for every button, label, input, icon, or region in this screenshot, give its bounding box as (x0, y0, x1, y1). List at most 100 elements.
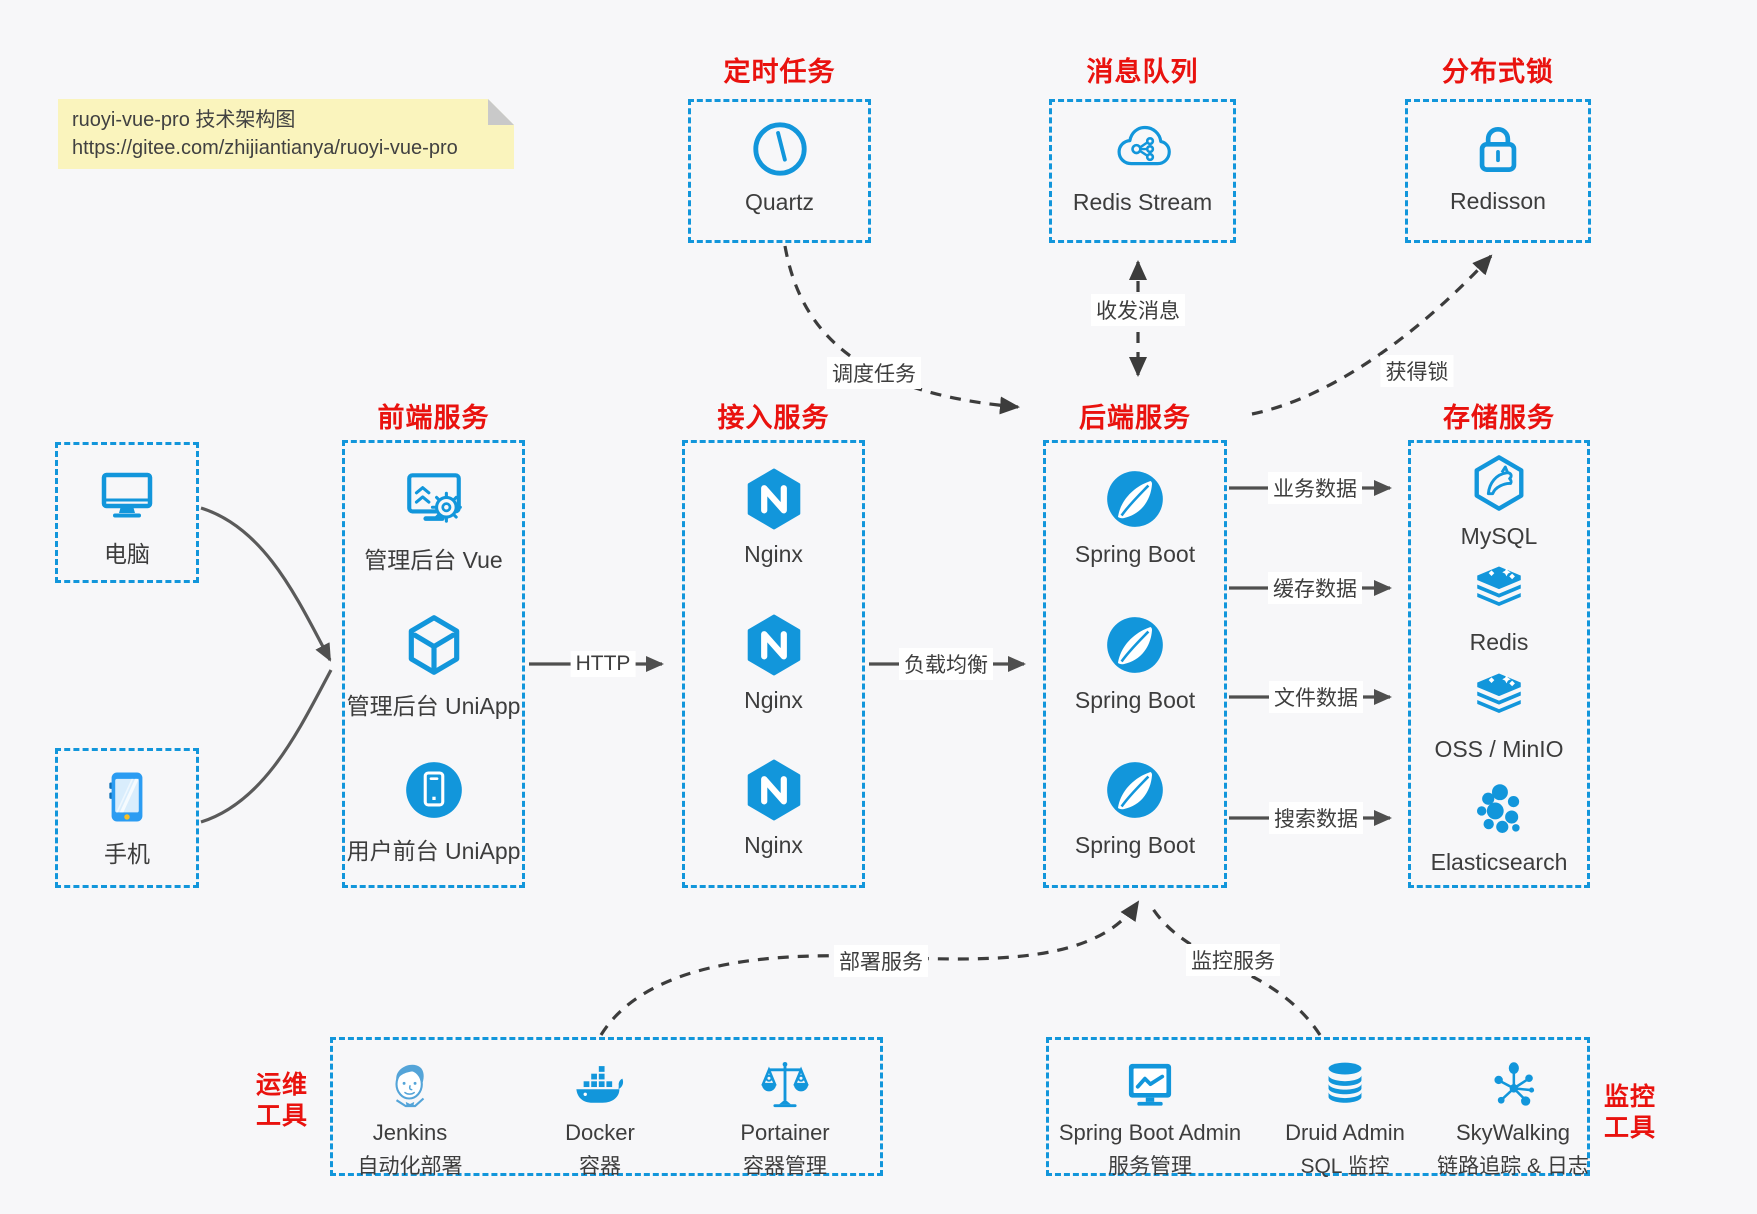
redis-stack-icon (1469, 667, 1529, 727)
edge-acquire-lock (1251, 254, 1493, 416)
node-oss-minio: OSS / MinIO (1408, 667, 1590, 763)
box-scheduled (688, 99, 871, 243)
nginx-icon (741, 757, 807, 823)
admin-vue-icon (401, 466, 467, 532)
node-elasticsearch: Elasticsearch (1408, 780, 1590, 876)
group-title-scheduled: 定时任务 (723, 57, 836, 87)
node-client-pc: 电脑 (55, 462, 199, 569)
node-label: Elasticsearch (1430, 849, 1568, 875)
mysql-icon (1468, 452, 1530, 514)
edge-label-monitor: 监控服务 (1186, 944, 1280, 976)
group-title-lock: 分布式锁 (1442, 57, 1554, 87)
monitoring-title-line1: 监控 (1603, 1083, 1656, 1111)
spring-icon (1102, 466, 1168, 532)
node-label: 电脑 (104, 541, 150, 567)
edge-mobile-to-frontend (200, 669, 333, 824)
node-quartz: Quartz (688, 118, 871, 216)
node-redis: Redis (1408, 560, 1590, 656)
node-label: 用户前台 UniApp (346, 838, 521, 864)
node-admin-uniapp: 管理后台 UniApp (342, 612, 525, 721)
mobile-circle-icon (401, 757, 467, 823)
note-line-title: ruoyi-vue-pro 技术架构图 (72, 109, 296, 131)
edge-label-schedule: 调度任务 (827, 357, 921, 389)
node-admin-vue: 管理后台 Vue (342, 466, 525, 575)
redis-stack-icon (1469, 560, 1529, 620)
node-sublabel: 自动化部署 (357, 1155, 463, 1178)
box-gateway (682, 440, 865, 888)
node-label: Spring Boot (1074, 832, 1196, 858)
node-redis-stream: Redis Stream (1049, 120, 1236, 216)
clock-icon (749, 118, 811, 180)
node-docker: Docker 容器 (520, 1058, 680, 1180)
smartphone-icon (98, 768, 156, 826)
ops-title-line2: 工具 (255, 1102, 308, 1130)
edge-label-message: 收发消息 (1091, 294, 1185, 326)
node-springboot-1: Spring Boot (1043, 466, 1227, 568)
box-frontend (342, 440, 525, 888)
nginx-icon (741, 466, 807, 532)
edge-label-acquire-lock: 获得锁 (1380, 355, 1454, 387)
docker-icon (573, 1058, 627, 1112)
monitoring-title-line2: 工具 (1603, 1114, 1656, 1142)
ops-title-line1: 运维 (255, 1071, 308, 1099)
node-label: Spring Boot (1074, 687, 1196, 713)
node-label: Redis (1469, 629, 1529, 655)
portainer-icon (758, 1058, 812, 1112)
node-sublabel: 链路追踪 & 日志 (1437, 1155, 1589, 1178)
note-line-url: https://gitee.com/zhijiantianya/ruoyi-vu… (72, 137, 458, 159)
group-title-monitoring: 监控 工具 (1598, 1082, 1662, 1144)
cloud-stream-icon (1113, 120, 1173, 180)
node-label: Jenkins (372, 1120, 448, 1145)
node-redisson: Redisson (1405, 119, 1591, 215)
node-label: Druid Admin (1285, 1120, 1405, 1145)
edge-label-file-data: 文件数据 (1269, 681, 1363, 713)
node-sublabel: SQL 监控 (1300, 1155, 1390, 1178)
node-label: Portainer (740, 1120, 830, 1145)
box-storage (1408, 440, 1590, 888)
box-lock (1405, 99, 1591, 243)
node-label: Nginx (744, 832, 803, 858)
uniapp-cube-icon (401, 612, 467, 678)
node-label: Nginx (744, 541, 803, 567)
box-ops (330, 1037, 883, 1176)
desktop-icon (95, 462, 159, 526)
box-client-mobile (55, 748, 199, 888)
skywalking-icon (1486, 1058, 1540, 1112)
node-label: 管理后台 Vue (364, 547, 503, 573)
group-title-gateway: 接入服务 (717, 403, 830, 433)
note-fold-corner (488, 99, 514, 125)
node-sublabel: 服务管理 (1108, 1155, 1192, 1178)
node-client-mobile: 手机 (55, 768, 199, 869)
edge-label-deploy: 部署服务 (834, 945, 928, 977)
node-sublabel: 容器 (579, 1155, 621, 1178)
node-skywalking: SkyWalking 链路追踪 & 日志 (1420, 1058, 1606, 1180)
box-client-pc (55, 442, 199, 583)
node-sublabel: 容器管理 (743, 1155, 827, 1178)
elasticsearch-icon (1469, 780, 1529, 840)
node-springboot-2: Spring Boot (1043, 612, 1227, 714)
box-backend (1043, 440, 1227, 888)
group-title-backend: 后端服务 (1079, 403, 1191, 433)
lock-icon (1468, 119, 1528, 179)
spring-icon (1102, 612, 1168, 678)
node-springboot-3: Spring Boot (1043, 757, 1227, 859)
node-nginx-2: Nginx (682, 612, 865, 714)
group-title-storage: 存储服务 (1443, 403, 1555, 433)
group-title-mq: 消息队列 (1086, 57, 1199, 87)
sticky-note: ruoyi-vue-pro 技术架构图 https://gitee.com/zh… (58, 99, 514, 169)
node-portainer: Portainer 容器管理 (705, 1058, 865, 1180)
node-label: Nginx (744, 687, 803, 713)
sba-icon (1123, 1058, 1177, 1112)
edge-label-load-balance: 负载均衡 (899, 648, 993, 680)
box-monitoring (1046, 1037, 1590, 1176)
node-mysql: MySQL (1408, 452, 1590, 550)
node-druid-admin: Druid Admin SQL 监控 (1252, 1058, 1438, 1180)
node-label: Spring Boot Admin (1058, 1120, 1242, 1145)
edge-label-business-data: 业务数据 (1268, 472, 1362, 504)
node-label: Quartz (744, 189, 815, 215)
edge-label-search-data: 搜索数据 (1269, 802, 1363, 834)
jenkins-icon (383, 1058, 437, 1112)
node-label: Redisson (1450, 188, 1546, 214)
group-title-frontend: 前端服务 (377, 403, 490, 433)
spring-icon (1102, 757, 1168, 823)
